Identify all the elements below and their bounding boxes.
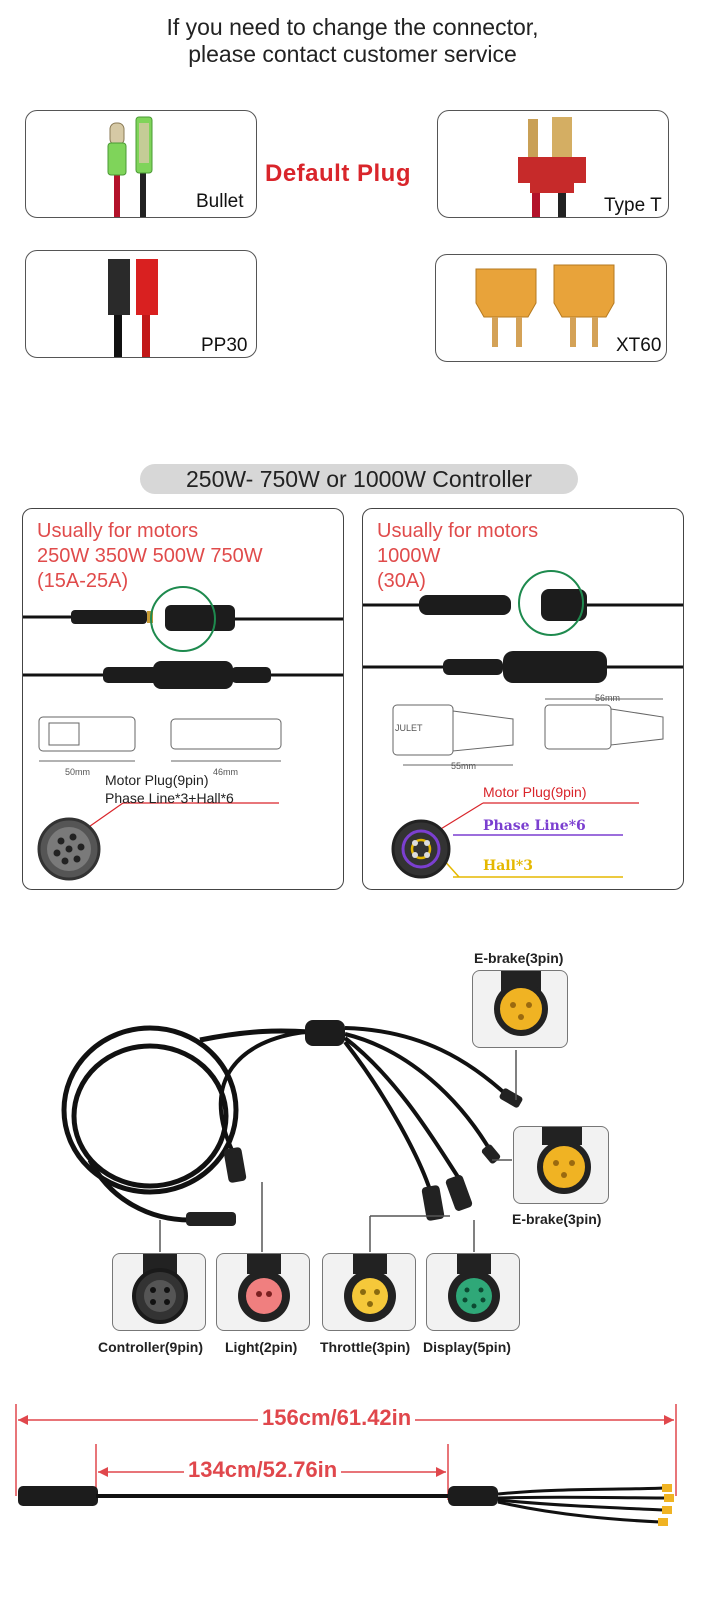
panel-high-power-motors: Usually for motors 1000W (30A) JULET 55m…: [362, 508, 684, 890]
type-t-plug-image: [518, 117, 586, 217]
left-plug-line-1: Motor Plug(9pin): [105, 772, 209, 788]
right-dim-a: 55mm: [451, 761, 477, 771]
left-dim-a: 50mm: [65, 767, 91, 777]
left-title-line-1: Usually for motors: [37, 520, 199, 542]
ebrake-top-connector-image: [494, 971, 548, 1036]
header-line-1: If you need to change the connector,: [166, 14, 539, 40]
page-header: If you need to change the connector, ple…: [0, 14, 705, 68]
pp30-plug-card: PP30: [25, 250, 257, 358]
display-label: Display(5pin): [423, 1339, 511, 1355]
controller-connector-image: [132, 1254, 188, 1324]
type-t-plug-card: Type T: [437, 110, 669, 218]
throttle-thumb: [322, 1253, 416, 1331]
left-dim-b: 46mm: [213, 767, 239, 777]
ebrake-right-label: E-brake(3pin): [512, 1211, 602, 1227]
header-line-2: please contact customer service: [188, 41, 517, 67]
right-brand-text: JULET: [395, 723, 423, 733]
right-title-line-2: 1000W: [377, 545, 441, 567]
left-panel-title: Usually for motors 250W 350W 500W 750W (…: [37, 519, 263, 594]
default-plug-label: Default Plug: [265, 160, 412, 187]
ebrake-right-thumb: [513, 1126, 609, 1204]
left-connector-illustration: [23, 586, 343, 881]
type-t-label: Type T: [604, 195, 662, 216]
xt60-label: XT60: [616, 335, 662, 356]
controller-label: Controller(9pin): [98, 1339, 203, 1355]
right-panel-title: Usually for motors 1000W (30A): [377, 519, 538, 594]
hall-label: Hall*3: [483, 858, 533, 874]
main-length-label: 134cm/52.76in: [184, 1457, 342, 1483]
bullet-label: Bullet: [196, 191, 244, 212]
right-motor-plug-label: Motor Plug(9pin): [483, 784, 587, 800]
right-title-line-3: (30A): [377, 570, 426, 592]
length-dimension-illustration: [15, 1404, 677, 1526]
wiring-harness-illustration: [61, 1020, 523, 1252]
right-title-line-1: Usually for motors: [377, 520, 539, 542]
left-plug-line-2: Phase Line*3+Hall*6: [105, 790, 234, 806]
right-dim-b: 56mm: [595, 693, 621, 703]
pp30-plug-image: [108, 259, 158, 357]
bullet-plug-image: [107, 116, 153, 217]
xt60-plug-card: XT60: [435, 254, 667, 362]
panel-standard-motors: Usually for motors 250W 350W 500W 750W (…: [22, 508, 344, 890]
light-connector-image: [238, 1254, 290, 1322]
display-connector-image: [448, 1254, 500, 1322]
right-connector-illustration: [363, 570, 683, 879]
ebrake-top-thumb: [472, 970, 568, 1048]
left-title-line-2: 250W 350W 500W 750W: [37, 545, 263, 567]
controller-heading: 250W- 750W or 1000W Controller: [140, 464, 578, 494]
left-title-line-3: (15A-25A): [37, 570, 129, 592]
controller-thumb: [112, 1253, 206, 1331]
xt60-plug-image: [475, 264, 615, 347]
bullet-plug-card: Bullet: [25, 110, 257, 218]
ebrake-top-label: E-brake(3pin): [474, 950, 564, 966]
pp30-label: PP30: [201, 335, 248, 356]
total-length-label: 156cm/61.42in: [258, 1405, 416, 1431]
display-thumb: [426, 1253, 520, 1331]
ebrake-right-connector-image: [537, 1127, 591, 1194]
light-label: Light(2pin): [225, 1339, 298, 1355]
throttle-connector-image: [344, 1254, 396, 1322]
phase-line-label: Phase Line*6: [483, 818, 586, 834]
light-thumb: [216, 1253, 310, 1331]
left-plug-description: Motor Plug(9pin) Phase Line*3+Hall*6: [105, 771, 234, 807]
throttle-label: Throttle(3pin): [320, 1339, 411, 1355]
